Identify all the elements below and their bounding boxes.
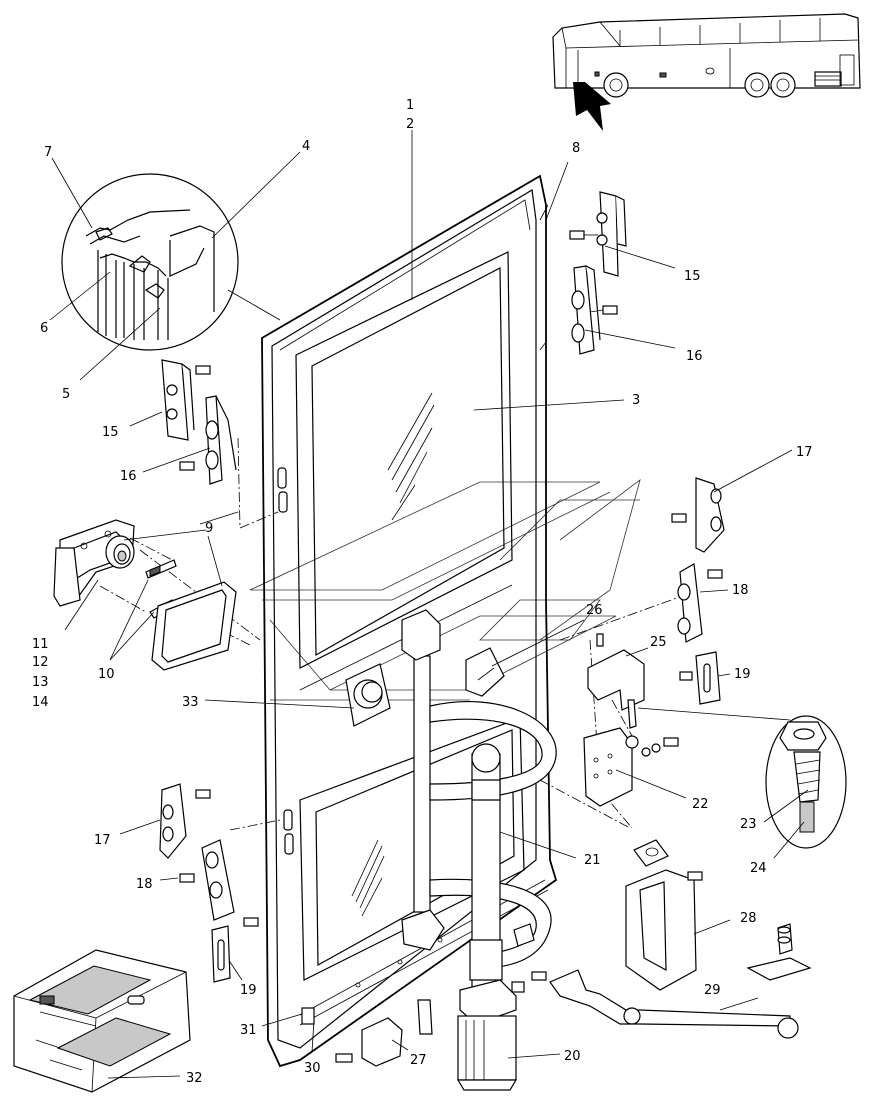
label-7: 7 xyxy=(44,145,52,160)
label-20: 20 xyxy=(564,1049,581,1064)
part-27-stop-block xyxy=(335,999,433,1067)
glass-reflection-lower xyxy=(351,839,385,917)
part-19-clip-left xyxy=(211,917,259,983)
label-19-left: 19 xyxy=(240,983,257,998)
part-20-door-cylinder xyxy=(456,743,561,1091)
part-29-linkage-rod xyxy=(549,923,812,1039)
label-21: 21 xyxy=(584,853,601,868)
label-14: 14 xyxy=(32,695,49,710)
part-16-bracket-right xyxy=(571,265,676,355)
part-33-knob-plate xyxy=(204,663,391,727)
label-8: 8 xyxy=(572,141,580,156)
label-18-right: 18 xyxy=(732,583,749,598)
label-31: 31 xyxy=(240,1023,257,1038)
label-17-left: 17 xyxy=(94,833,111,848)
label-29: 29 xyxy=(704,983,721,998)
label-12: 12 xyxy=(32,655,49,670)
label-33: 33 xyxy=(182,695,199,710)
bus-locator-illustration xyxy=(552,13,861,131)
part-32-entry-step xyxy=(13,949,191,1093)
label-1: 1 xyxy=(406,98,414,113)
part-21-grab-handle xyxy=(401,609,577,969)
label-6: 6 xyxy=(40,321,48,336)
label-25: 25 xyxy=(650,635,667,650)
label-15-left: 15 xyxy=(102,425,119,440)
label-10: 10 xyxy=(98,667,115,682)
part-17-bracket-left xyxy=(119,783,211,859)
label-2: 2 xyxy=(406,117,414,132)
label-27: 27 xyxy=(410,1053,427,1068)
part-17-bracket-right xyxy=(671,449,793,553)
part-18-bracket-right xyxy=(677,563,729,643)
label-32: 32 xyxy=(186,1071,203,1086)
label-28: 28 xyxy=(740,911,757,926)
watermark-logo xyxy=(249,478,641,701)
door-panel xyxy=(261,174,558,1068)
part-15-hinge-plate-right xyxy=(569,191,676,277)
glass-reflection-upper xyxy=(387,392,435,521)
part-22-hinge-bracket xyxy=(583,699,687,807)
label-13: 13 xyxy=(32,675,49,690)
label-15-right: 15 xyxy=(684,269,701,284)
label-16-left: 16 xyxy=(120,469,137,484)
part-28-cover xyxy=(625,839,731,991)
label-18-left: 18 xyxy=(136,877,153,892)
label-17-right: 17 xyxy=(796,445,813,460)
part-19-clip-right xyxy=(679,651,731,705)
leader-lines xyxy=(49,130,625,525)
label-24: 24 xyxy=(750,861,767,876)
label-26: 26 xyxy=(586,603,603,618)
part-25-mounting-bracket xyxy=(587,633,649,711)
label-19-right: 19 xyxy=(734,667,751,682)
label-4: 4 xyxy=(302,139,310,154)
detail-ellipse-pin xyxy=(637,707,847,859)
label-9: 9 xyxy=(205,521,213,536)
part-26-rubber-block xyxy=(465,619,585,697)
part-30-31-rail xyxy=(261,1007,315,1053)
label-30: 30 xyxy=(304,1061,321,1076)
part-15-hinge-plate-left xyxy=(129,359,211,441)
label-22: 22 xyxy=(692,797,709,812)
part-16-bracket-left xyxy=(142,395,237,485)
part-9-14-lock-assembly xyxy=(53,519,237,671)
label-5: 5 xyxy=(62,387,70,402)
label-16-right: 16 xyxy=(686,349,703,364)
part-18-bracket-left xyxy=(159,839,235,921)
label-23: 23 xyxy=(740,817,757,832)
detail-circle-seal-profile xyxy=(61,173,239,351)
label-3: 3 xyxy=(632,393,640,408)
callout-labels: 1 2 3 4 5 6 7 8 9 10 11 12 13 14 15 15 1… xyxy=(32,98,813,1086)
label-11: 11 xyxy=(32,637,49,652)
